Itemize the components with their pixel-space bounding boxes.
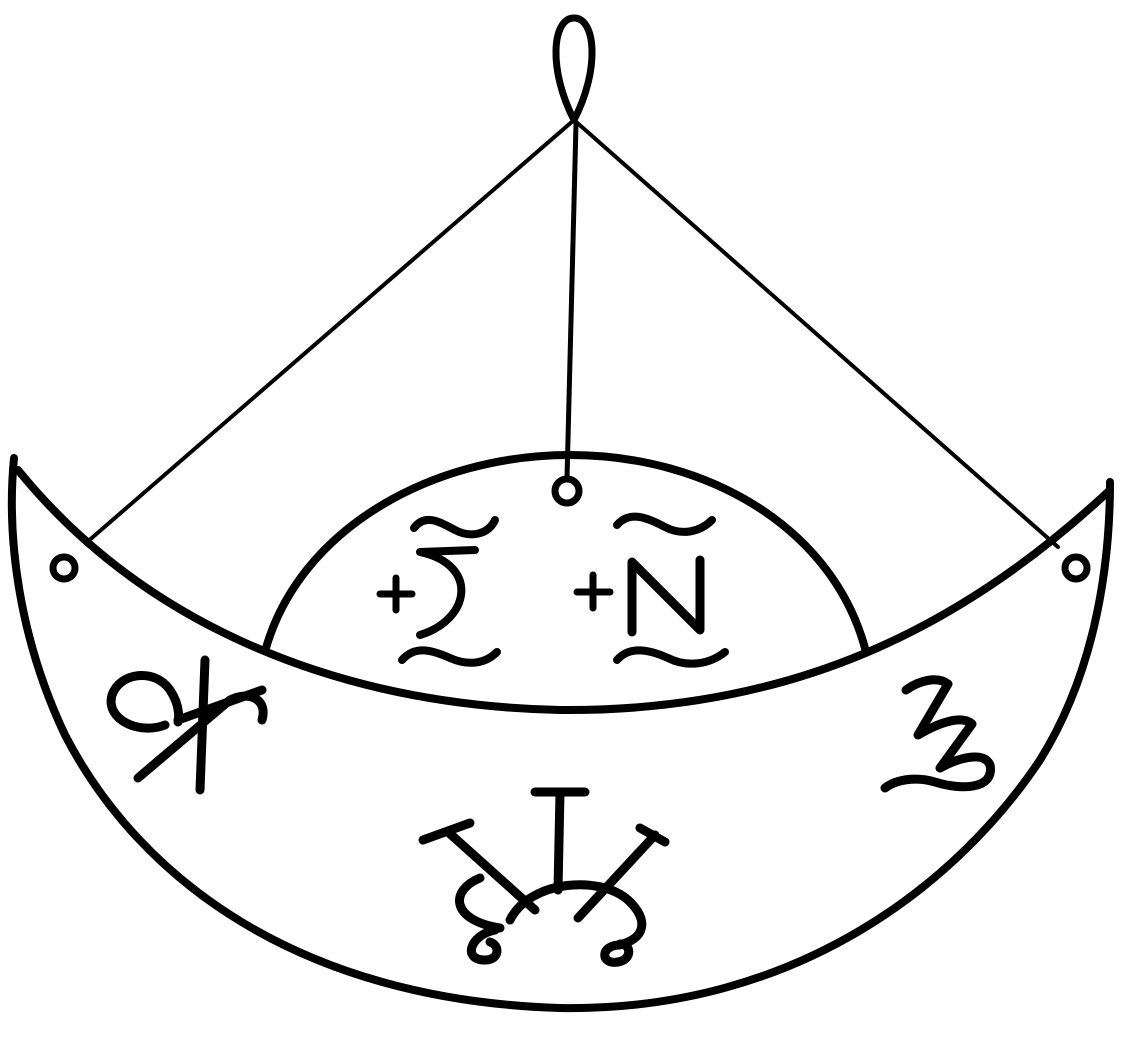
inner-dome [266, 455, 866, 652]
attachment-ring-left [53, 557, 75, 579]
anchor-sigil-icon [423, 792, 665, 962]
cursive-m-sigil-icon [885, 680, 990, 788]
hanging-loop-icon [556, 18, 592, 120]
letter-s-mark [402, 520, 497, 663]
attachment-ring-center [555, 479, 579, 503]
crescent-bowl [12, 458, 1110, 1008]
letter-n-mark [617, 517, 725, 664]
jupiter-sigil-icon [111, 660, 263, 790]
cross-left [380, 578, 412, 610]
cross-right [577, 575, 610, 608]
attachment-ring-right [1065, 557, 1087, 579]
